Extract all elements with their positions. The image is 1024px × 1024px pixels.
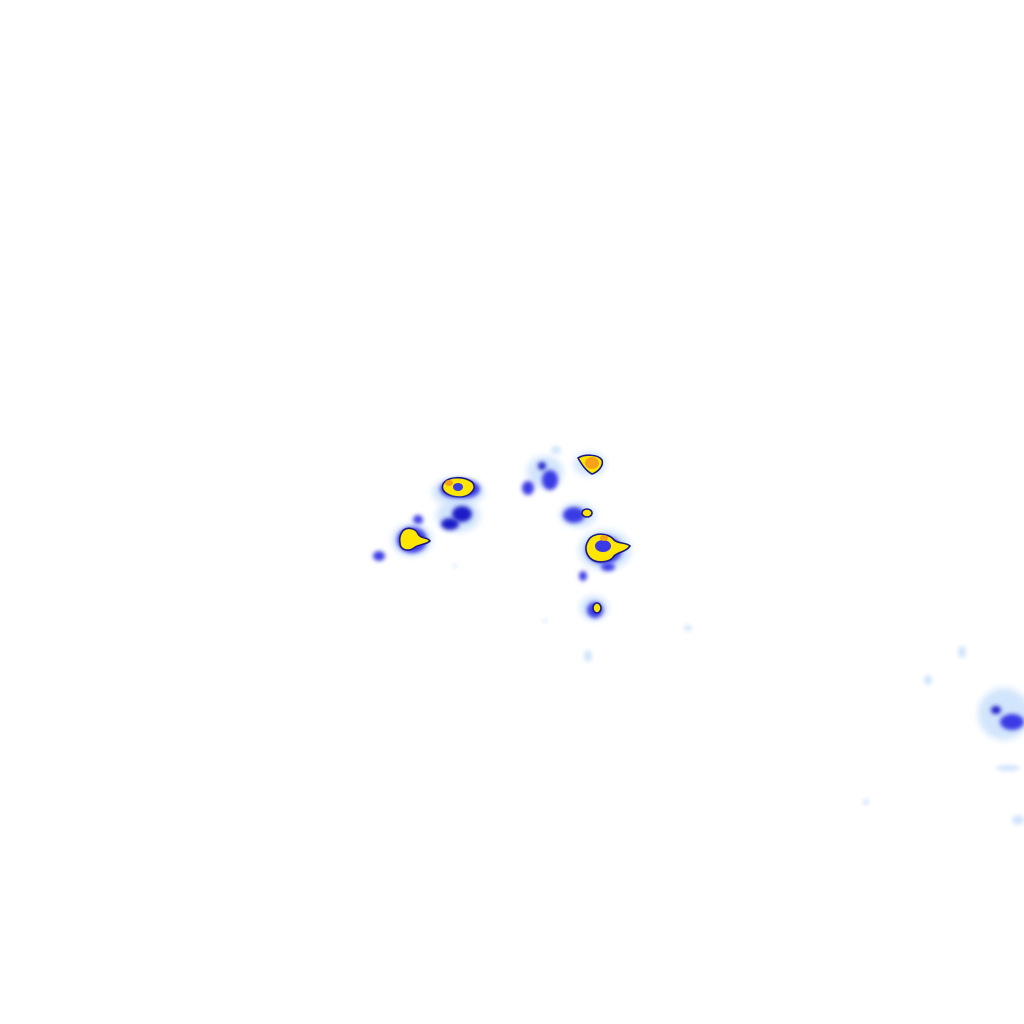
storm-cell-c <box>373 524 432 561</box>
storm-cell-b <box>413 500 480 532</box>
trace-echo <box>584 650 592 662</box>
trace-echo <box>453 564 457 568</box>
core-hole <box>595 540 611 552</box>
trace-echo <box>551 446 561 454</box>
heavy-echo <box>441 518 459 530</box>
moderate-echo <box>373 551 385 561</box>
intense-core <box>398 527 431 551</box>
intense-core <box>592 602 602 614</box>
moderate-echo <box>522 481 534 495</box>
trace-echo <box>684 625 692 631</box>
moderate-echo <box>579 571 587 581</box>
trace-echo <box>1012 815 1024 825</box>
moderate-echo <box>601 563 615 571</box>
core-hole <box>453 483 463 491</box>
storm-cell-e <box>574 452 606 476</box>
core-orange <box>445 480 453 486</box>
core-orange <box>600 535 608 541</box>
trace-echo <box>978 688 1024 740</box>
moderate-echo <box>542 470 558 490</box>
storm-cell-d <box>522 446 563 495</box>
moderate-echo <box>1000 714 1024 730</box>
heavy-echo <box>452 506 472 522</box>
moderate-echo <box>413 515 423 525</box>
trace-echo <box>543 619 547 623</box>
heavy-echo <box>991 706 1001 714</box>
moderate-echo <box>563 507 585 523</box>
trace-echo <box>924 675 932 685</box>
trace-echo <box>863 799 869 805</box>
trace-echo <box>958 646 966 658</box>
storm-cell-g <box>579 530 632 571</box>
storm-cell-h <box>453 564 692 662</box>
trace-echo <box>996 765 1020 771</box>
storm-cell-f <box>560 503 596 527</box>
intense-core <box>581 508 593 518</box>
storm-cell-i <box>863 646 1024 825</box>
heavy-echo <box>538 462 546 470</box>
core-orange <box>585 457 599 469</box>
storm-cell-a <box>432 476 484 506</box>
